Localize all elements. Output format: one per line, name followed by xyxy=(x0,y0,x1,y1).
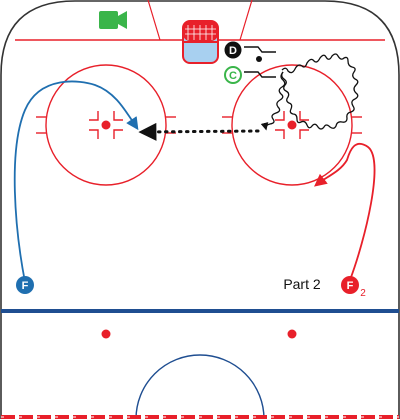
center-circle xyxy=(135,354,265,420)
neutral-zone-dot-left xyxy=(101,329,111,339)
goal-net-icon xyxy=(182,20,219,64)
pass-line xyxy=(138,122,260,141)
right-faceoff-circle xyxy=(222,64,362,186)
skate-path-red xyxy=(314,142,376,281)
player-c-stick xyxy=(244,71,276,78)
puck-carry-path-tail xyxy=(260,71,286,131)
diagram-title: Part 2 xyxy=(283,276,321,292)
goal-crease-lines xyxy=(147,0,253,41)
player-c-label: C xyxy=(229,70,237,82)
video-camera-icon xyxy=(99,11,127,29)
blue-line xyxy=(1,309,399,313)
player-f2-red-subscript: 2 xyxy=(360,288,366,299)
neutral-zone-dot-right xyxy=(287,329,297,339)
player-d[interactable]: D xyxy=(224,41,277,63)
puck-carry-path xyxy=(281,53,359,130)
skate-path-blue xyxy=(13,80,139,283)
player-d-label: D xyxy=(229,45,237,57)
player-f2-red-label: F xyxy=(347,280,354,292)
player-f-blue[interactable]: F xyxy=(16,276,34,294)
player-f2-red[interactable]: F 2 xyxy=(341,276,366,299)
puck xyxy=(256,56,262,62)
player-f-blue-label: F xyxy=(22,280,29,292)
player-c[interactable]: C xyxy=(224,66,276,84)
player-d-stick xyxy=(244,46,276,53)
